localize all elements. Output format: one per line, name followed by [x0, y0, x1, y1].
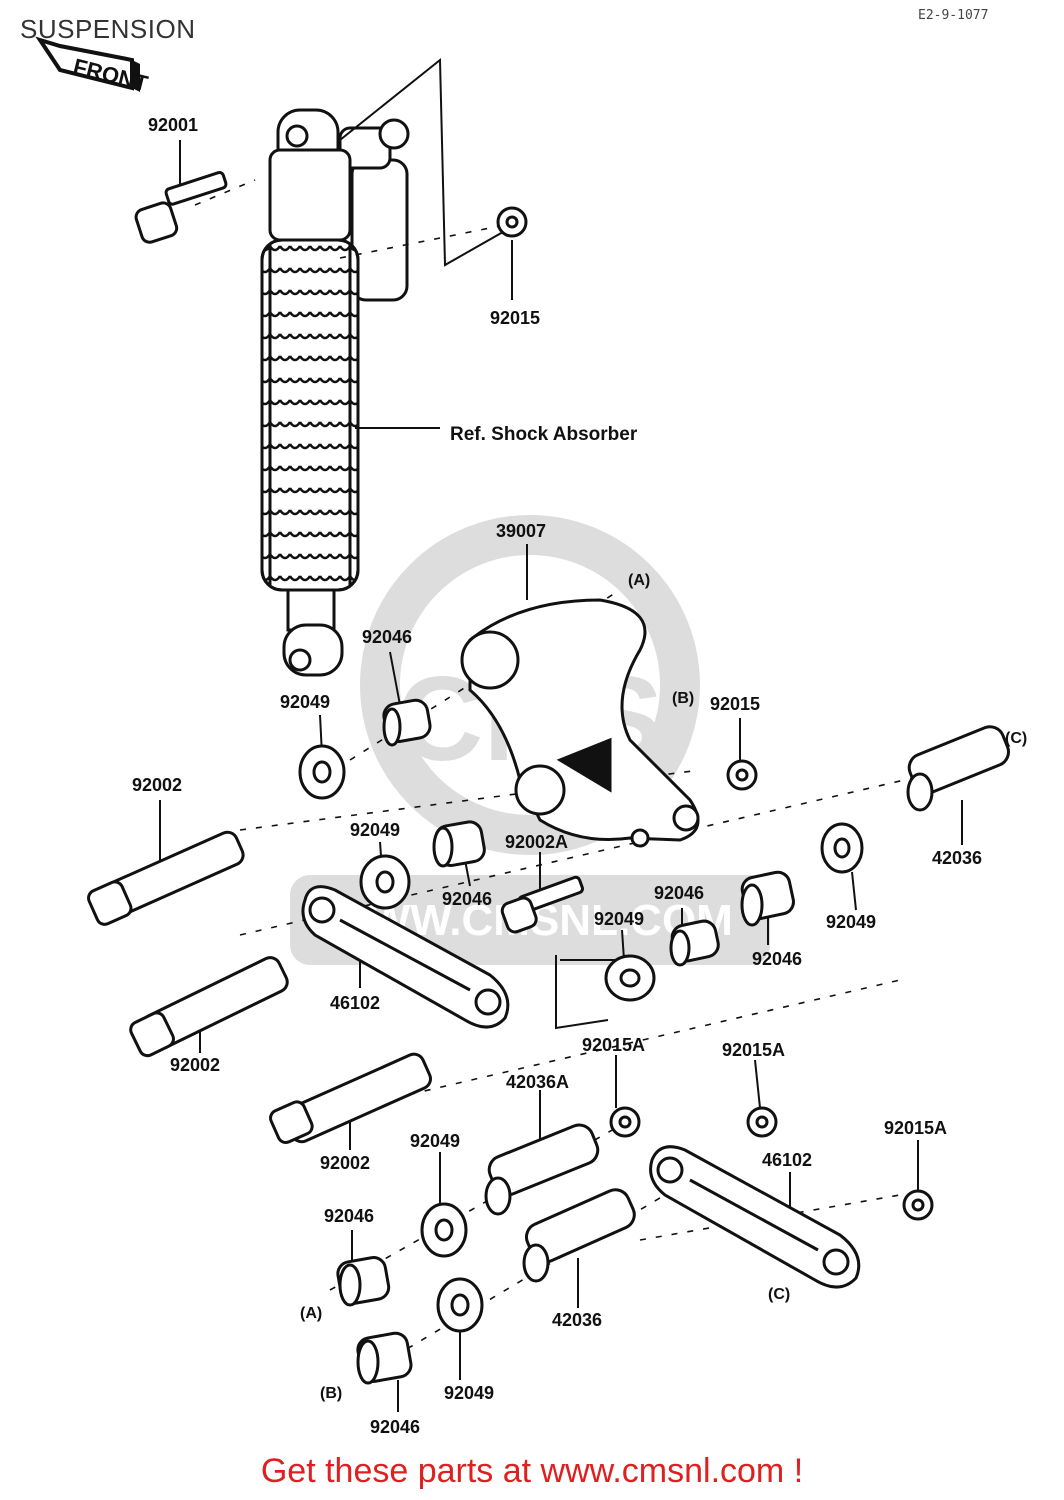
tie-rod-46102-b-icon [649, 1145, 861, 1289]
label-92001: 92001 [148, 115, 199, 135]
bolt-92002-a-icon [87, 830, 245, 926]
label-92046: 92046 [362, 627, 413, 647]
ref-B-label: (B) [672, 690, 695, 707]
bushing-92046-d-icon [669, 919, 720, 967]
bushing-92046-a-icon [382, 698, 432, 747]
label-46102: 46102 [762, 1150, 813, 1170]
footer-cta-link[interactable]: Get these parts at www.cmsnl.com ! [260, 1452, 804, 1490]
collar-92015A-c-icon [902, 1189, 934, 1221]
page-title: SUSPENSION [20, 14, 196, 44]
bushing-92046-e-icon [336, 1256, 391, 1307]
label-92049: 92049 [444, 1383, 495, 1403]
ref-C-label: (C) [1005, 730, 1028, 747]
label-92002: 92002 [132, 775, 183, 795]
label-92002: 92002 [170, 1055, 221, 1075]
shock-absorber-icon [260, 108, 410, 677]
label-92046: 92046 [324, 1206, 375, 1226]
bushing-92046-f-icon [356, 1331, 413, 1385]
rocker-arm-39007-icon [460, 598, 700, 848]
bolt-92002-b-icon [129, 956, 289, 1058]
label-42036A: 42036A [506, 1072, 570, 1092]
washer-92049-e-icon [420, 1202, 468, 1258]
collar-92015-icon [496, 206, 528, 238]
ref-shock-absorber-label: Ref. Shock Absorber [450, 424, 638, 445]
bolt-92002A-icon [500, 875, 584, 934]
label-39007: 39007 [496, 521, 547, 541]
tie-rod-46102-a-icon [301, 885, 510, 1029]
label-92049: 92049 [350, 820, 401, 840]
washer-92049-a-icon [298, 744, 346, 800]
label-92015A: 92015A [582, 1035, 646, 1055]
label-92002A: 92002A [505, 832, 569, 852]
label-92049: 92049 [594, 909, 645, 929]
label-46102: 46102 [330, 993, 381, 1013]
spacer-42036-b-icon [522, 1188, 636, 1283]
collar-92015A-a-icon [609, 1106, 641, 1138]
label-92046: 92046 [752, 949, 803, 969]
label-92046: 92046 [654, 883, 705, 903]
washer-92049-c-icon [820, 822, 864, 874]
label-92015-lower: 92015 [710, 694, 761, 714]
bolt-92002-c-icon [269, 1052, 432, 1144]
spacer-42036A-icon [484, 1123, 600, 1216]
label-42036: 42036 [552, 1310, 603, 1330]
ref-A-label: (A) [628, 572, 651, 589]
bushing-92046-c-icon [740, 870, 795, 927]
label-92049: 92049 [826, 912, 877, 932]
collar-92015-lower-icon [726, 759, 758, 791]
label-42036: 42036 [932, 848, 983, 868]
label-92015A: 92015A [884, 1118, 948, 1138]
collar-92015A-b-icon [746, 1106, 778, 1138]
washer-92049-b-icon [359, 854, 411, 910]
spacer-42036-a-icon [906, 725, 1010, 812]
washer-92049-f-icon [436, 1277, 484, 1333]
ref-C-label: (C) [768, 1286, 791, 1303]
label-92015: 92015 [490, 308, 541, 328]
bushing-92046-b-icon [432, 820, 486, 868]
label-92046: 92046 [442, 889, 493, 909]
diagram-code: E2-9-1077 [918, 8, 989, 23]
label-92049: 92049 [280, 692, 331, 712]
label-92049: 92049 [410, 1131, 461, 1151]
label-92046: 92046 [370, 1417, 421, 1437]
ref-B-label: (B) [320, 1385, 343, 1402]
ref-A-label: (A) [300, 1305, 323, 1322]
label-92002: 92002 [320, 1153, 371, 1173]
label-92015A: 92015A [722, 1040, 786, 1060]
washer-92049-d-icon [604, 954, 656, 1002]
bolt-92001-icon [134, 170, 228, 244]
front-arrow-icon: FRONT [35, 36, 151, 96]
